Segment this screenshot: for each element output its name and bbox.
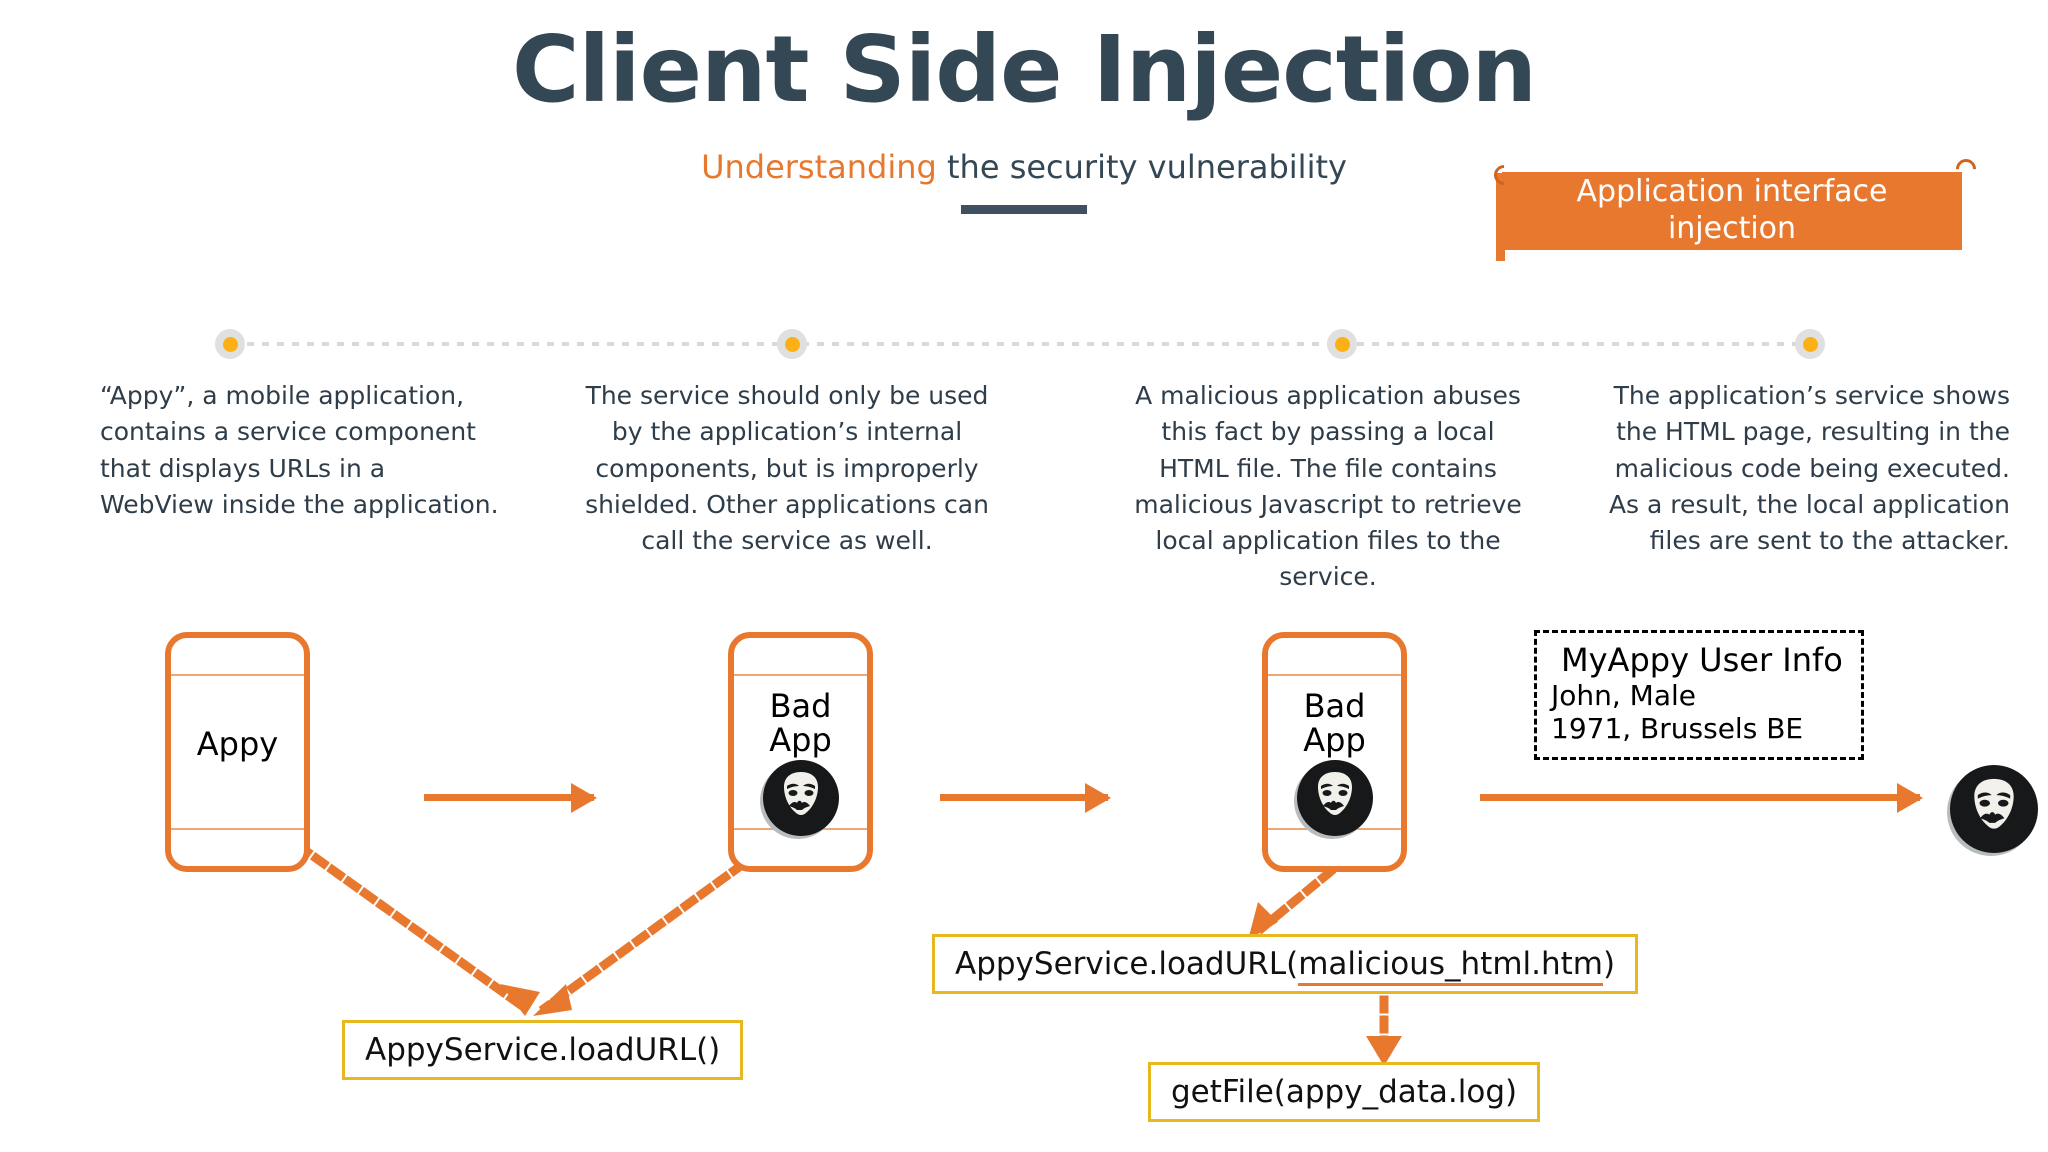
flow-arrow-badapp-to-badapp2	[940, 794, 1108, 801]
user-info-title: MyAppy User Info	[1561, 641, 1843, 679]
banner-label: Application interface injection	[1502, 172, 1962, 250]
anonymous-mask-icon	[1296, 760, 1373, 836]
timeline-dot-1[interactable]	[215, 329, 245, 359]
step-description-2: The service should only be used by the a…	[585, 381, 989, 555]
phone-appy-label: Appy	[196, 725, 279, 763]
timeline-dot-core	[784, 336, 800, 352]
timeline-dot-3[interactable]	[1327, 329, 1357, 359]
timeline-dotted-line	[232, 342, 1810, 346]
phone-label-line-1: Bad	[1303, 687, 1366, 725]
timeline-dot-core	[1334, 336, 1350, 352]
phone-label-line-2: App	[769, 720, 832, 759]
phone-bad-app-2-label: Bad App	[1268, 687, 1401, 759]
phone-bad-app-1: Bad App	[728, 632, 873, 872]
timeline-dot-core	[222, 336, 238, 352]
phone-top-divider	[1268, 674, 1401, 676]
code-box-getfile: getFile(appy_data.log)	[1148, 1062, 1541, 1122]
user-info-card: MyAppy User Info John, Male 1971, Brusse…	[1534, 630, 1864, 761]
code-box-loadurl-malicious: AppyService.loadURL(malicious_html.htm)	[932, 934, 1639, 994]
phone-bad-app-2: Bad App	[1262, 632, 1407, 872]
flow-arrow-appy-to-badapp	[424, 794, 594, 801]
user-info-line-2: 1971, Brussels BE	[1551, 712, 1804, 746]
application-interface-injection-banner: Application interface injection	[1489, 154, 1981, 261]
step-description-3: A malicious application abuses this fact…	[1134, 381, 1522, 592]
phone-top-divider	[171, 674, 304, 676]
phone-label-line-1: Bad	[769, 687, 832, 725]
page-subtitle: Understanding the security vulnerability	[0, 148, 2048, 186]
phone-appy: Appy	[165, 632, 310, 872]
timeline-dot-2[interactable]	[777, 329, 807, 359]
step-description-1: “Appy”, a mobile application, contains a…	[100, 381, 499, 519]
subtitle-rest: the security vulnerability	[936, 148, 1347, 186]
attacker-anonymous-mask-icon	[1950, 765, 2038, 853]
code-underlined-arg: malicious_html.htm	[1298, 946, 1603, 986]
step-description-4: The application’s service shows the HTML…	[1608, 381, 2010, 555]
phone-bad-app-1-label: Bad App	[734, 687, 867, 759]
phone-bottom-divider	[171, 828, 304, 830]
flow-arrow-data-to-attacker	[1480, 794, 1920, 801]
phone-label-line-2: App	[1303, 720, 1366, 759]
user-info-line-1: John, Male	[1551, 679, 1697, 713]
phone-top-divider	[734, 674, 867, 676]
anonymous-mask-icon	[762, 760, 839, 836]
timeline-dot-4[interactable]	[1795, 329, 1825, 359]
page-title: Client Side Injection	[512, 16, 1537, 123]
code-box-loadurl: AppyService.loadURL()	[342, 1020, 744, 1080]
code-suffix: )	[1603, 946, 1616, 982]
subtitle-highlight: Understanding	[701, 148, 937, 186]
subtitle-underline-rule	[961, 205, 1087, 214]
banner-tail	[1496, 173, 1505, 261]
code-prefix: AppyService.loadURL(	[955, 946, 1299, 982]
timeline-dot-core	[1802, 336, 1818, 352]
